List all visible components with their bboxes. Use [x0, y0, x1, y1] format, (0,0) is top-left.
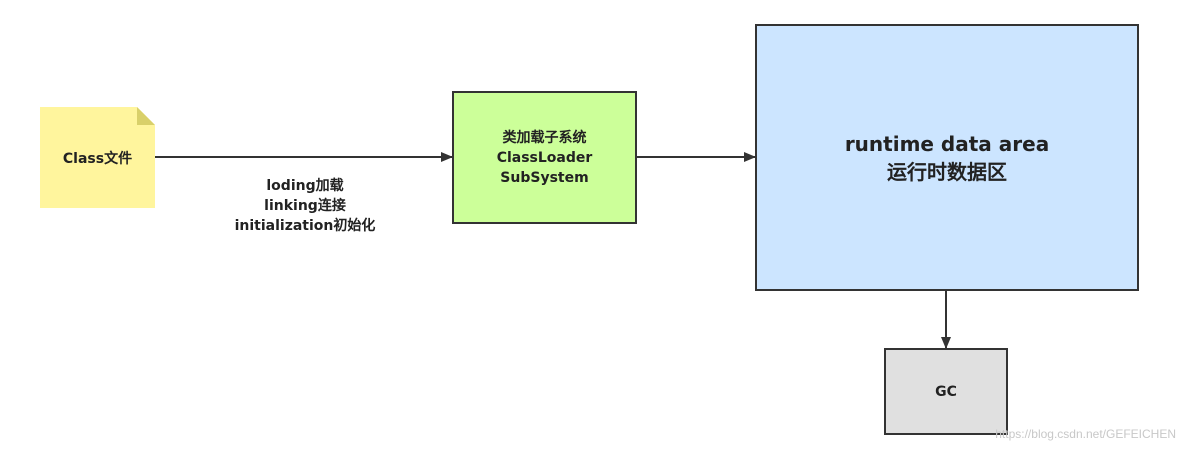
gc-label-text: GC: [935, 383, 957, 400]
phase-loading: loding加载: [266, 178, 344, 194]
phase-linking: linking连接: [264, 198, 346, 214]
gc-label: GC: [885, 349, 1007, 434]
gc-box: [884, 348, 1008, 435]
loading-phases-label: loding加载 linking连接 initialization初始化: [205, 173, 405, 239]
runtime-data-area-line-2: 运行时数据区: [887, 159, 1007, 184]
phase-initialization: initialization初始化: [234, 218, 376, 234]
runtime-data-area-line-1: runtime data area: [844, 131, 1050, 156]
runtime-data-area-box: [755, 24, 1139, 291]
class-loader-line-2: ClassLoader: [496, 149, 593, 166]
class-file-note-shape: [40, 107, 155, 208]
class-file-label: Class文件: [40, 107, 155, 208]
class-loader-label: 类加载子系统 ClassLoader SubSystem: [453, 92, 636, 223]
class-loader-box: [452, 91, 637, 224]
watermark: https://blog.csdn.net/GEFEICHEN: [995, 427, 1176, 441]
class-file-note-fold: [137, 107, 155, 125]
runtime-data-area-label: runtime data area 运行时数据区: [756, 25, 1138, 290]
class-loader-line-1: 类加载子系统: [502, 129, 587, 146]
class-file-label-text: Class文件: [62, 150, 133, 167]
class-loader-line-3: SubSystem: [500, 169, 589, 186]
